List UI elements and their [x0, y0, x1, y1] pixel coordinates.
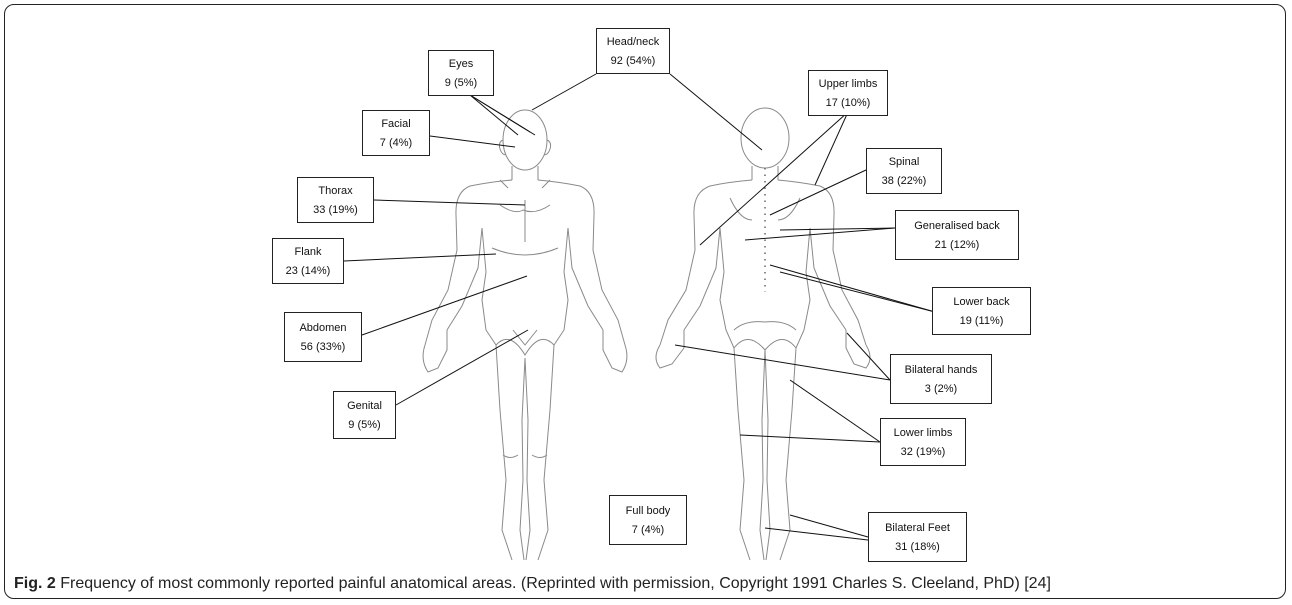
label-lower-back-name: Lower back [933, 293, 1030, 312]
label-facial: Facial 7 (4%) [362, 110, 430, 156]
label-head-neck-name: Head/neck [597, 33, 669, 52]
label-spinal-name: Spinal [867, 153, 941, 172]
label-bilateral-feet-name: Bilateral Feet [869, 519, 966, 538]
label-generalised-back-name: Generalised back [896, 217, 1018, 236]
label-generalised-back-value: 21 (12%) [896, 236, 1018, 255]
label-upper-limbs-name: Upper limbs [809, 75, 887, 94]
label-genital-name: Genital [334, 397, 395, 416]
label-bilateral-hands-name: Bilateral hands [891, 361, 991, 380]
label-bilateral-feet: Bilateral Feet 31 (18%) [868, 512, 967, 562]
label-full-body: Full body 7 (4%) [609, 495, 687, 545]
label-upper-limbs: Upper limbs 17 (10%) [808, 70, 888, 116]
label-abdomen-value: 56 (33%) [285, 338, 361, 357]
label-flank-value: 23 (14%) [273, 262, 343, 281]
label-lower-back: Lower back 19 (11%) [932, 287, 1031, 335]
body-diagram [0, 0, 1292, 570]
label-spinal-value: 38 (22%) [867, 172, 941, 191]
label-full-body-name: Full body [610, 502, 686, 521]
leader-lines [344, 74, 935, 540]
label-lower-limbs-name: Lower limbs [881, 424, 965, 443]
label-facial-name: Facial [363, 115, 429, 134]
label-eyes-value: 9 (5%) [429, 74, 493, 93]
label-bilateral-hands-value: 3 (2%) [891, 380, 991, 399]
label-thorax-name: Thorax [298, 182, 373, 201]
label-head-neck: Head/neck 92 (54%) [596, 28, 670, 74]
label-genital-value: 9 (5%) [334, 416, 395, 435]
label-flank: Flank 23 (14%) [272, 238, 344, 284]
label-abdomen: Abdomen 56 (33%) [284, 312, 362, 362]
label-abdomen-name: Abdomen [285, 319, 361, 338]
label-head-neck-value: 92 (54%) [597, 52, 669, 71]
label-lower-back-value: 19 (11%) [933, 312, 1030, 331]
label-full-body-value: 7 (4%) [610, 521, 686, 540]
label-spinal: Spinal 38 (22%) [866, 148, 942, 194]
label-bilateral-hands: Bilateral hands 3 (2%) [890, 354, 992, 404]
label-generalised-back: Generalised back 21 (12%) [895, 210, 1019, 260]
back-body-outline [656, 108, 870, 560]
label-bilateral-feet-value: 31 (18%) [869, 538, 966, 557]
figure-caption: Fig. 2 Frequency of most commonly report… [14, 575, 1280, 593]
label-facial-value: 7 (4%) [363, 134, 429, 153]
label-thorax: Thorax 33 (19%) [297, 177, 374, 223]
label-upper-limbs-value: 17 (10%) [809, 94, 887, 113]
label-lower-limbs-value: 32 (19%) [881, 443, 965, 462]
label-eyes-name: Eyes [429, 55, 493, 74]
label-lower-limbs: Lower limbs 32 (19%) [880, 418, 966, 466]
figure-number: Fig. 2 [14, 575, 56, 592]
label-thorax-value: 33 (19%) [298, 201, 373, 220]
caption-text: Frequency of most commonly reported pain… [56, 575, 1051, 592]
label-flank-name: Flank [273, 243, 343, 262]
label-genital: Genital 9 (5%) [333, 391, 396, 439]
label-eyes: Eyes 9 (5%) [428, 50, 494, 96]
front-body-outline [423, 110, 627, 560]
